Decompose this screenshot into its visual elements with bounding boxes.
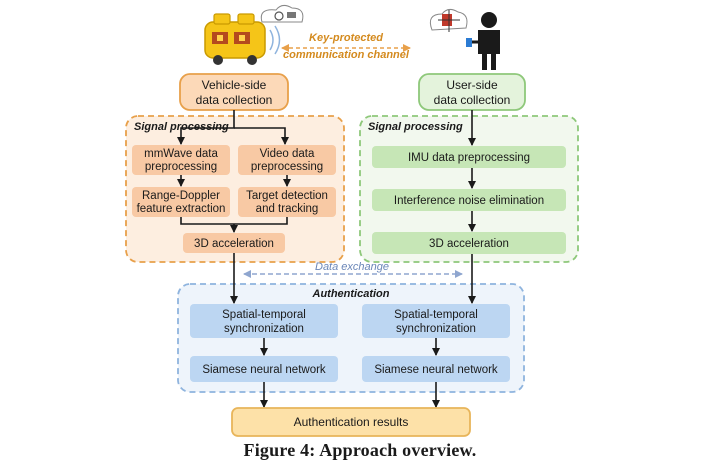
authentication-title: Authentication <box>312 288 390 300</box>
mmwave-line1: mmWave data <box>144 148 218 160</box>
vehicle-3d-acceleration-box: 3D acceleration <box>183 233 285 253</box>
data-exchange-label: Data exchange <box>315 261 389 273</box>
arrow-to-video <box>234 127 289 145</box>
sync-right-line1: Spatial-temporal <box>394 309 478 321</box>
siamese-left-box: Siamese neural network <box>190 356 338 382</box>
vehicle-side-line1: Vehicle-side <box>202 78 267 92</box>
user-icon <box>466 12 500 70</box>
imu-label: IMU data preprocessing <box>408 152 530 164</box>
siamese-left-label: Siamese neural network <box>202 364 326 376</box>
authentication-results-label: Authentication results <box>294 415 409 429</box>
vehicle-side-box: Vehicle-side data collection <box>179 73 289 111</box>
sync-right-box: Spatial-temporal synchronization <box>362 304 510 338</box>
target-line2: and tracking <box>256 203 319 215</box>
user-processing-title: Signal processing <box>368 121 463 133</box>
mmwave-line2: preprocessing <box>145 161 217 173</box>
phone-sensor-icon <box>429 8 468 32</box>
siamese-right-box: Siamese neural network <box>362 356 510 382</box>
vehicle-acc-label: 3D acceleration <box>194 238 274 250</box>
imu-preprocessing-box: IMU data preprocessing <box>372 146 566 168</box>
sync-right-line2: synchronization <box>396 323 476 335</box>
arrow-to-mmwave <box>177 110 235 145</box>
target-line1: Target detection <box>246 190 328 202</box>
channel-label-line2: communication channel <box>283 49 410 61</box>
interference-elimination-box: Interference noise elimination <box>372 189 566 211</box>
sync-left-line1: Spatial-temporal <box>222 309 306 321</box>
video-preprocessing-box: Video data preprocessing <box>238 145 336 175</box>
user-3d-acceleration-box: 3D acceleration <box>372 232 566 254</box>
user-side-line1: User-side <box>446 78 498 92</box>
vehicle-processing-title: Signal processing <box>134 121 229 133</box>
authentication-results-box: Authentication results <box>231 407 471 437</box>
sync-left-line2: synchronization <box>224 323 304 335</box>
range-doppler-box: Range-Doppler feature extraction <box>132 187 230 217</box>
channel-label-line1: Key-protected <box>309 32 383 44</box>
target-detection-box: Target detection and tracking <box>238 187 336 217</box>
vehicle-icon <box>204 13 281 65</box>
interference-label: Interference noise elimination <box>394 195 544 207</box>
user-side-box: User-side data collection <box>418 73 526 111</box>
user-side-line2: data collection <box>434 93 511 107</box>
video-line1: Video data <box>260 148 315 160</box>
mmwave-preprocessing-box: mmWave data preprocessing <box>132 145 230 175</box>
figure-caption: Figure 4: Approach overview. <box>243 440 477 460</box>
vehicle-side-line2: data collection <box>196 93 273 107</box>
camera-radar-icon <box>260 4 304 23</box>
approach-overview-diagram: Key-protected communication channel Vehi… <box>125 4 579 437</box>
user-acc-label: 3D acceleration <box>429 238 509 250</box>
sync-left-box: Spatial-temporal synchronization <box>190 304 338 338</box>
siamese-right-label: Siamese neural network <box>374 364 498 376</box>
range-line1: Range-Doppler <box>142 190 220 202</box>
video-line2: preprocessing <box>251 161 323 173</box>
range-line2: feature extraction <box>137 203 226 215</box>
